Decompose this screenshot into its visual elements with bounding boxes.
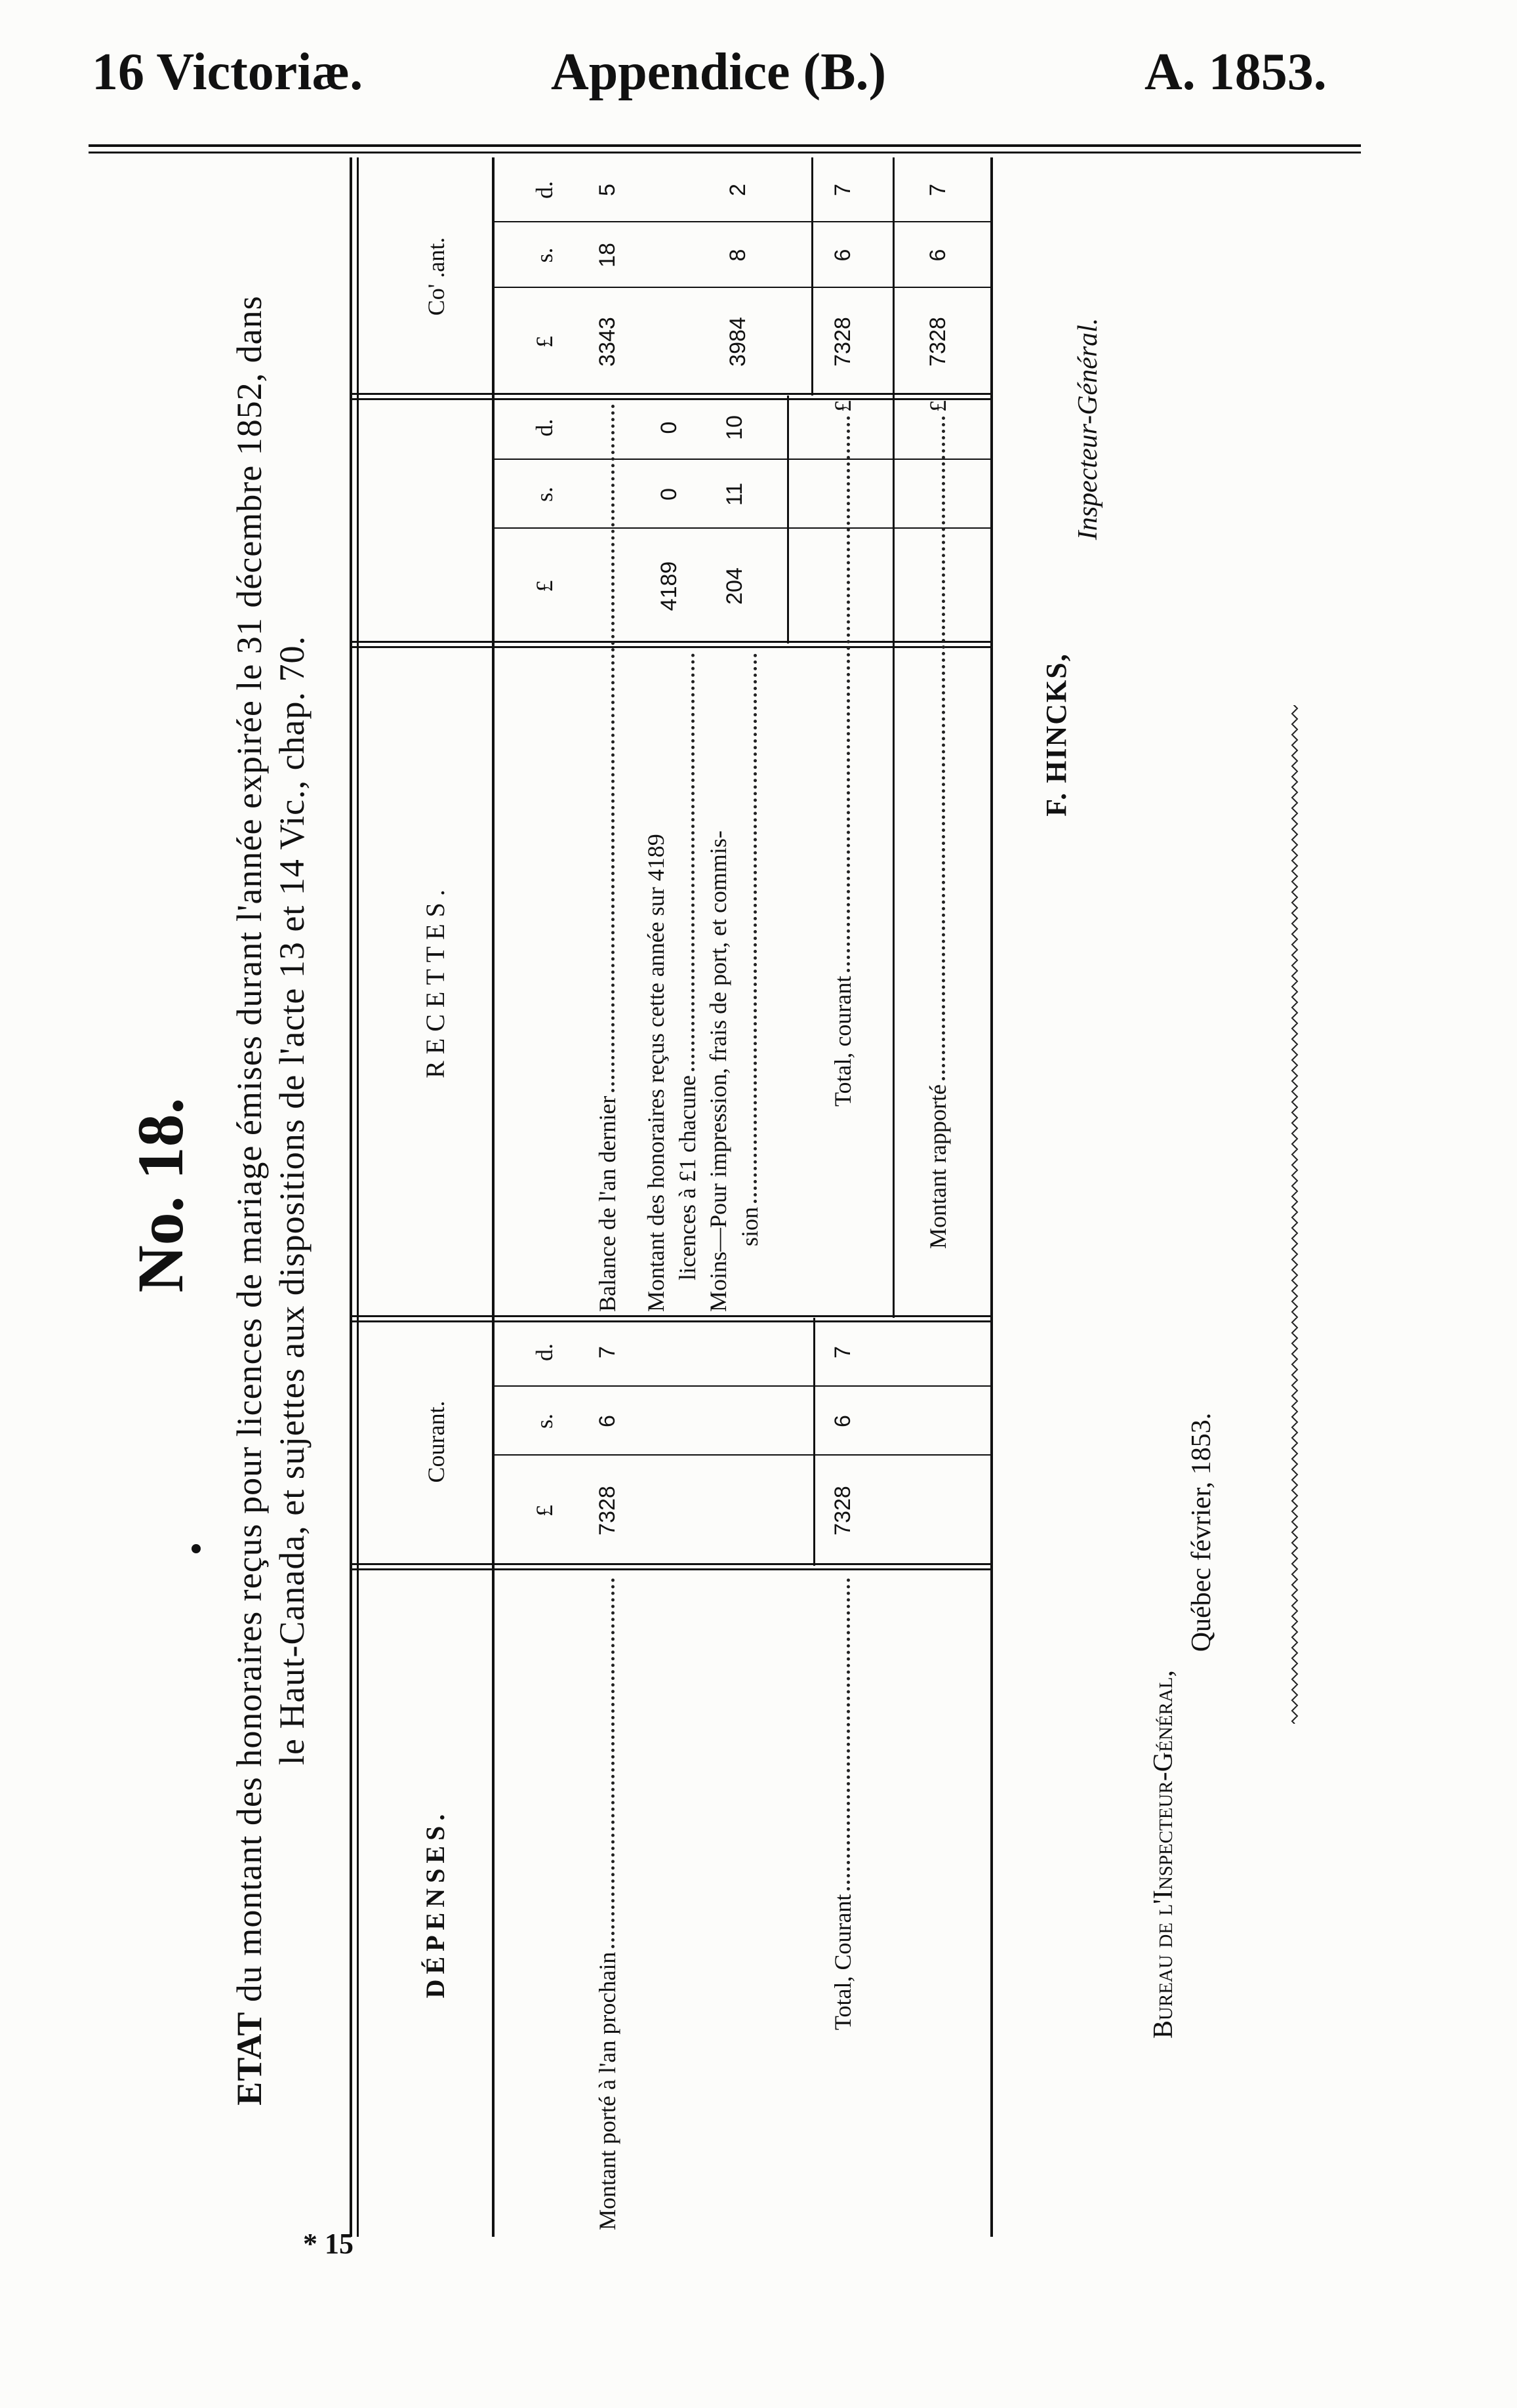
unit-label: £ bbox=[531, 1505, 557, 1517]
table-bottom-border bbox=[990, 157, 993, 2237]
table-top-border bbox=[357, 157, 359, 2237]
dot-leader bbox=[847, 416, 850, 972]
document-number: No. 18. bbox=[124, 1097, 197, 1293]
row-label: sion bbox=[737, 1206, 763, 1246]
amount-cell: 4189 bbox=[657, 561, 681, 611]
title-line-1: ETAT du montant des honoraires reçus pou… bbox=[230, 138, 269, 2263]
table-top-border bbox=[350, 157, 352, 2237]
page-marker: * 15 bbox=[303, 2228, 354, 2260]
currency-symbol: £ bbox=[830, 400, 856, 412]
amount-cell: 7328 bbox=[595, 1486, 620, 1536]
header-rule bbox=[89, 152, 1361, 153]
honoraires-label-2: licences à £1 chacune bbox=[674, 649, 700, 1280]
amount-cell: 7 bbox=[925, 184, 950, 196]
unit-label: d. bbox=[531, 1343, 557, 1361]
currency-symbol: £ bbox=[925, 400, 951, 412]
title-lead: ETAT bbox=[230, 2011, 269, 2106]
title-line-2: le Haut-Canada, et sujettes aux disposit… bbox=[272, 635, 312, 1766]
dot-leader bbox=[611, 1578, 615, 1948]
dot-leader bbox=[691, 653, 695, 1072]
subtotal-line bbox=[813, 1318, 815, 1566]
dot-leader bbox=[942, 416, 945, 1081]
recettes-total-row: Total, courant £ bbox=[830, 400, 856, 1107]
amount-cell: 3343 bbox=[595, 317, 620, 367]
office-line-2: Québec février, 1853. bbox=[1186, 1412, 1217, 1652]
row-label: licences à £1 chacune bbox=[674, 1075, 700, 1280]
unit-label: d. bbox=[531, 418, 557, 437]
header-center: Appendice (B.) bbox=[551, 43, 887, 101]
unit-label: £ bbox=[531, 336, 557, 348]
row-label: Montant rapporté bbox=[925, 1084, 951, 1249]
amount-cell: 0 bbox=[657, 421, 681, 434]
signature-name: F. HINCKS, bbox=[1040, 653, 1072, 817]
row-label: Balance de l'an dernier bbox=[594, 1095, 620, 1312]
amount-cell: 5 bbox=[595, 184, 620, 196]
office-line-1: Bureau de l'Inspecteur-Général, bbox=[1148, 1670, 1179, 2039]
amount-cell: 11 bbox=[722, 482, 747, 506]
bullet-dot bbox=[192, 1544, 201, 1553]
montant-rapporte-row: Montant rapporté £ bbox=[925, 400, 951, 1249]
unit-label: s. bbox=[531, 1414, 557, 1429]
amount-cell: 7328 bbox=[830, 317, 855, 367]
header-right: A. 1853. bbox=[1144, 43, 1327, 101]
courant-right-heading: Co' .ant. bbox=[423, 237, 449, 316]
dot-leader bbox=[847, 1578, 850, 1890]
unit-label: s. bbox=[531, 487, 557, 502]
depenses-row: Montant porté à l'an prochain bbox=[594, 1574, 620, 2230]
row-separator bbox=[893, 157, 895, 1318]
depenses-total-row: Total, Courant bbox=[830, 1574, 856, 2030]
amount-cell: 6 bbox=[830, 249, 855, 262]
wavy-line bbox=[1291, 705, 1299, 1724]
amount-cell: 7 bbox=[830, 1346, 855, 1358]
header-left: 16 Victoriæ. bbox=[92, 43, 363, 101]
courant-left-heading: Courant. bbox=[423, 1400, 449, 1483]
dot-leader bbox=[611, 404, 615, 1092]
recettes-balance-row: Balance de l'an dernier bbox=[594, 400, 620, 1312]
sub-column-divider bbox=[493, 1385, 992, 1387]
unit-label: £ bbox=[531, 580, 557, 592]
amount-cell: 7 bbox=[595, 1346, 620, 1358]
amount-cell: 10 bbox=[722, 415, 747, 440]
row-label: Total, Courant bbox=[830, 1894, 856, 2030]
moins-label-2: sion bbox=[737, 649, 763, 1246]
subtotal-line bbox=[787, 396, 789, 643]
amount-cell: 18 bbox=[595, 243, 620, 268]
amount-cell: 204 bbox=[722, 567, 747, 605]
recettes-heading: RECETTES. bbox=[420, 883, 450, 1078]
moins-label-1: Moins—Pour impression, frais de port, et… bbox=[705, 830, 731, 1312]
amount-cell: 7 bbox=[830, 184, 855, 196]
amount-cell: 6 bbox=[830, 1415, 855, 1427]
rotated-content: No. 18. ETAT du montant des honoraires r… bbox=[0, 157, 1517, 2361]
signature-title: Inspecteur-Général. bbox=[1073, 317, 1103, 541]
wavy-rule bbox=[1291, 705, 1299, 1724]
header-rule bbox=[89, 144, 1361, 147]
depenses-heading: DÉPENSES. bbox=[420, 1808, 450, 1999]
title-text: du montant des honoraires reçus pour lic… bbox=[230, 295, 269, 2003]
unit-label: s. bbox=[531, 247, 557, 263]
amount-cell: 3984 bbox=[725, 317, 750, 367]
amount-cell: 7328 bbox=[925, 317, 950, 367]
amount-cell: 2 bbox=[725, 184, 750, 196]
amount-cell: 7328 bbox=[830, 1486, 855, 1536]
amount-cell: 0 bbox=[657, 488, 681, 500]
header-separator bbox=[492, 157, 495, 2237]
row-label: Montant porté à l'an prochain bbox=[594, 1951, 620, 2230]
unit-label: d. bbox=[531, 181, 557, 199]
sub-column-divider bbox=[493, 1454, 992, 1456]
subtotal-line bbox=[811, 157, 813, 396]
dot-leader bbox=[754, 653, 757, 1203]
amount-cell: 6 bbox=[925, 249, 950, 262]
honoraires-label-1: Montant des honoraires reçus cette année… bbox=[643, 834, 669, 1312]
amount-cell: 8 bbox=[725, 249, 750, 262]
amount-cell: 6 bbox=[595, 1415, 620, 1427]
row-label: Total, courant bbox=[830, 975, 856, 1107]
